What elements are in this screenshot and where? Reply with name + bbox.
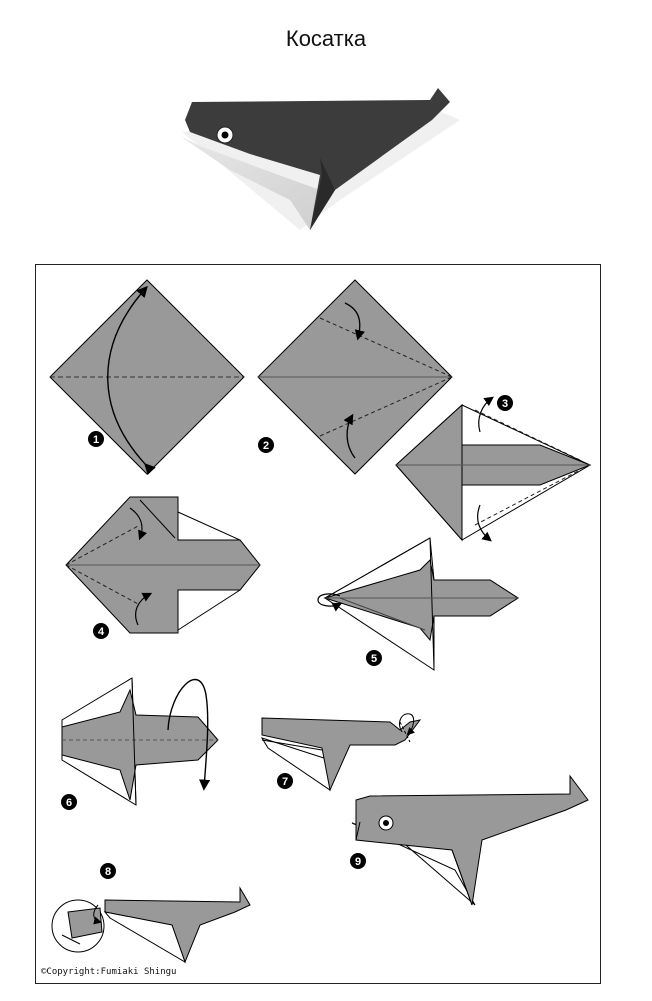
step-number-4: 4: [98, 626, 105, 638]
step-number-2: 2: [263, 440, 269, 452]
step-number-9: 9: [355, 856, 361, 868]
step-number-5: 5: [371, 653, 377, 665]
step-badge-3: 3: [497, 395, 513, 411]
step-1-diagram: [49, 279, 245, 475]
step-number-8: 8: [105, 866, 111, 878]
step-badge-9: 9: [350, 853, 366, 869]
step-badge-7: 7: [277, 773, 293, 789]
step-9-diagram: [351, 774, 589, 906]
step-4-diagram: [65, 496, 261, 634]
step-number-6: 6: [66, 797, 72, 809]
finished-orca-photo: [180, 88, 460, 230]
photo-fin: [310, 158, 335, 230]
step-badge-2: 2: [258, 437, 274, 453]
step-badge-4: 4: [93, 623, 109, 639]
step-2-diagram: [257, 279, 453, 475]
copyright-notice: ©Copyright:Fumiaki Shingu: [41, 967, 177, 977]
step-8-diagram: [51, 886, 251, 964]
instruction-frame: [35, 264, 601, 984]
step-badge-1: 1: [88, 431, 104, 447]
step-number-3: 3: [502, 398, 508, 410]
step-badge-8: 8: [100, 863, 116, 879]
photo-body: [185, 88, 450, 230]
step-badge-6: 6: [61, 794, 77, 810]
step-3-diagram: [395, 396, 592, 542]
step-badge-5: 5: [366, 650, 382, 666]
step-number-1: 1: [93, 434, 99, 446]
step-7-diagram: [260, 713, 422, 792]
step-number-7: 7: [282, 776, 288, 788]
step-5-diagram: [317, 537, 519, 671]
page-title: Косатка: [285, 26, 367, 51]
photo-belly: [180, 136, 320, 230]
photo-eye-pupil: [221, 131, 229, 139]
step-6-diagram: [61, 677, 219, 806]
